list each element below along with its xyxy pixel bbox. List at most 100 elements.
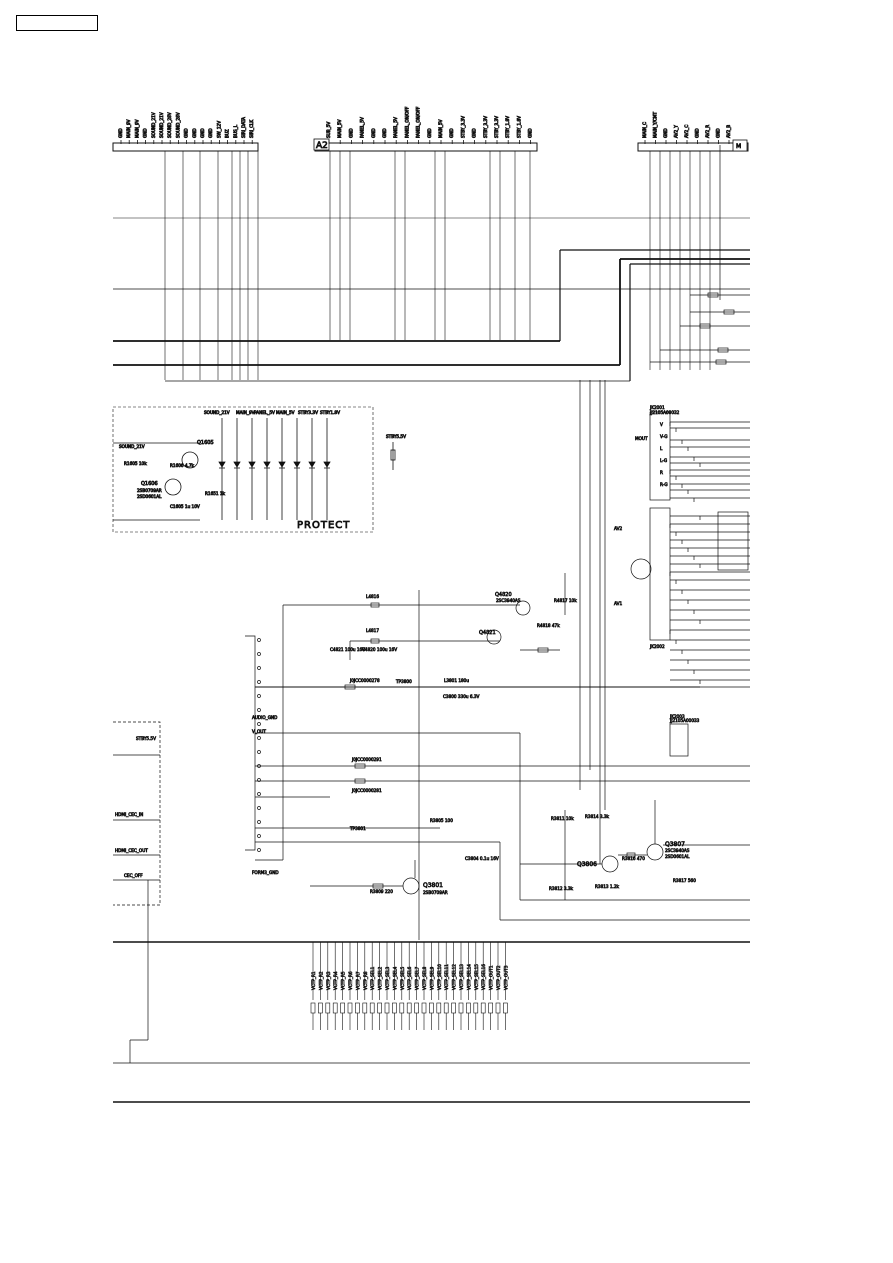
svg-text:CEC_OFF: CEC_OFF (124, 873, 143, 878)
bottom-net-label: VCTP_SEL6 (407, 966, 412, 990)
bottom-net-label: VCTP_R5 (341, 971, 346, 990)
svg-text:R4818 47k: R4818 47k (537, 623, 560, 628)
svg-text:Q3806: Q3806 (577, 861, 597, 868)
svg-text:2SC3940AS: 2SC3940AS (665, 848, 690, 853)
pin-label: PANEL_5V (360, 117, 365, 138)
svg-text:HDMI_CEC_IN: HDMI_CEC_IN (115, 812, 143, 817)
pin-label: GND (192, 128, 197, 138)
svg-text:JJ2105A00032: JJ2105A00032 (649, 410, 680, 415)
svg-text:TP3801: TP3801 (349, 826, 366, 831)
pin-label: AV2_C (684, 125, 689, 138)
svg-text:C3804 0.1u 16V: C3804 0.1u 16V (465, 856, 499, 861)
cec-block: HDMI_CEC_IN HDMI_CEC_OUT CEC_OFF STBY5.5… (113, 721, 161, 1063)
svg-text:JK2001: JK2001 (649, 405, 665, 410)
svg-text:L4816: L4816 (366, 594, 379, 599)
q3806-q3807-block: Q3806 Q3807 2SC3940AS 2SD0601AL R3816 47… (499, 733, 750, 921)
bottom-net-label: VCTP_R6 (348, 971, 353, 990)
pin-label: SOUND_21V (151, 112, 156, 138)
pin-label: BUZ (225, 129, 230, 138)
pin-label: BUS_L (233, 124, 238, 138)
q1605-label: Q1605 (197, 440, 214, 446)
pin-label: MAIN_5V (337, 119, 342, 138)
a2-label: A2 (316, 141, 328, 151)
pin-label: SOUND_28V (175, 112, 180, 138)
page-box-label (16, 15, 98, 31)
pin-label: SUB_5V (326, 122, 331, 138)
bottom-net-label: VCTP_OUT1 (489, 965, 494, 990)
pin-label: STBY_3.3V (460, 116, 465, 138)
svg-text:R3813 1.2k: R3813 1.2k (595, 884, 620, 889)
svg-text:2SD0601AL: 2SD0601AL (665, 854, 690, 859)
bottom-net-label: VCTP_SEL15 (474, 964, 479, 990)
svg-text:AUDIO_GND: AUDIO_GND (252, 715, 277, 720)
bottom-net-label: VCTP_R2 (318, 971, 323, 990)
pin-label: STBY_1.8V (505, 116, 510, 138)
svg-text:2SC3940AS: 2SC3940AS (496, 598, 521, 603)
bottom-net-label: VCTP_OUT3 (503, 965, 508, 990)
bottom-net-label: VCTP_R1 (311, 971, 316, 990)
buses (113, 217, 750, 1103)
audio-amp-block: Q4820 Q4821 2SC3940AS R4817 10k R4818 47… (282, 380, 601, 940)
pin-label: SOUND_28V (167, 112, 172, 138)
pin-label: MAIN_5V (438, 119, 443, 138)
svg-text:JK2002: JK2002 (649, 644, 665, 649)
pin-label: GND (371, 128, 376, 138)
pin-label: SIRI_CLK (249, 120, 254, 138)
bottom-net-label: VCTP_R7 (355, 971, 360, 990)
pin-label: GND (118, 128, 123, 138)
pin-label: PANEL_ON/OFF (404, 106, 409, 138)
svg-text:R3812 3.3k: R3812 3.3k (549, 886, 574, 891)
jack-pin-label: L-G (660, 458, 667, 463)
svg-text:R1605 10k: R1605 10k (124, 461, 147, 466)
pin-label: STBY_3.3V (494, 116, 499, 138)
svg-text:TP3800: TP3800 (395, 679, 412, 684)
svg-text:2SD0601AL: 2SD0601AL (137, 494, 162, 499)
pin-label: GND (200, 128, 205, 138)
svg-text:SOUND_21V: SOUND_21V (204, 410, 230, 415)
pin-label: GND (472, 128, 477, 138)
svg-text:2SB0709AR: 2SB0709AR (137, 488, 162, 493)
svg-text:L3801 180u: L3801 180u (444, 678, 469, 683)
svg-text:J0JCC0000281: J0JCC0000281 (351, 788, 382, 793)
bottom-net-label: VCTP_SEL14 (466, 964, 471, 990)
svg-text:R3816 470: R3816 470 (622, 856, 645, 861)
stby55-block: STBY5.5V (386, 434, 406, 470)
protect-label: PROTECT (297, 520, 350, 531)
pin-label: GND (382, 128, 387, 138)
right-resistors (650, 292, 750, 365)
pin-label: STBY_3.3V (483, 116, 488, 138)
pin-label: GND (695, 128, 700, 138)
svg-text:J0JCC0000291: J0JCC0000291 (351, 757, 382, 762)
pin-label: GND (663, 128, 668, 138)
pin-label: MAIN_9V (126, 119, 131, 138)
pin-label: GND (208, 128, 213, 138)
pin-label: SOUND_21V (159, 112, 164, 138)
bottom-net-label: VCTP_R8 (363, 971, 368, 990)
pin-label: MAIN_Y/CMT (653, 112, 658, 138)
bottom-net-label: VCTP_R3 (326, 971, 331, 990)
bottom-net-label: VCTP_SEL10 (437, 964, 442, 990)
svg-text:C3800 330u 6.3V: C3800 330u 6.3V (443, 694, 480, 699)
pin-label: STBY_1.8V (516, 116, 521, 138)
svg-text:STBY3.3V: STBY3.3V (298, 410, 318, 415)
bottom-net-label: VCTP_SEL7 (415, 966, 420, 990)
svg-text:JJ2105A00033: JJ2105A00033 (669, 718, 700, 723)
pin-label: AV2_B (726, 125, 731, 138)
right-jack-blocks: JK2001 JJ2105A00032 MOUT AV2 AV1 JK2002 … (614, 405, 750, 757)
pin-label: PANEL_ON/OFF (416, 106, 421, 138)
svg-text:SOUND_21V: SOUND_21V (119, 444, 145, 449)
bottom-net-label: VCTP_SEL16 (481, 964, 486, 990)
pin-label: SIRI_DATA (241, 117, 246, 138)
svg-text:L4817: L4817 (366, 628, 379, 633)
svg-text:MAIN_9V: MAIN_9V (236, 410, 255, 415)
pin-label: MAIN_9V (134, 119, 139, 138)
pin-label: AV2_R (705, 125, 710, 138)
svg-text:PANEL_5V: PANEL_5V (254, 410, 275, 415)
svg-text:R1606 4.7k: R1606 4.7k (170, 463, 195, 468)
svg-text:C4820 100u 16V: C4820 100u 16V (362, 647, 397, 652)
